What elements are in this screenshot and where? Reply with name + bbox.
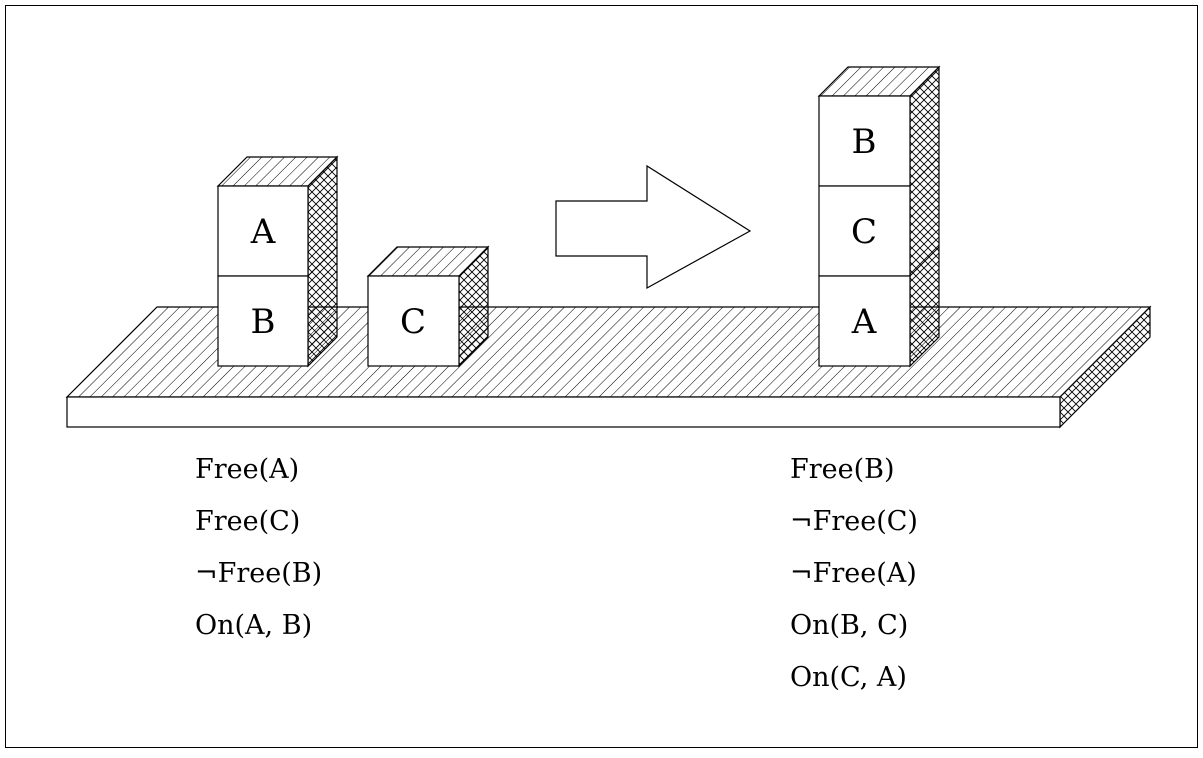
stack-ab-side-divider (307, 246, 338, 277)
block-b-goal-label: B (852, 122, 877, 162)
predicate-initial-1: Free(A) (195, 454, 299, 485)
predicate-goal-4: On(B, C) (790, 610, 908, 641)
predicate-initial-3: ¬Free(B) (195, 558, 322, 589)
figure-frame (5, 5, 1198, 748)
predicate-goal-3: ¬Free(A) (790, 558, 917, 589)
block-a-initial-label: A (250, 212, 276, 252)
goal-stack: B C A (817, 65, 941, 368)
predicate-goal-1: Free(B) (790, 454, 895, 485)
block-b-initial-label: B (251, 302, 276, 342)
initial-predicates: Free(A) Free(C) ¬Free(B) On(A, B) (195, 454, 322, 641)
predicate-goal-2: ¬Free(C) (790, 506, 918, 537)
block-c-goal-label: C (851, 212, 877, 252)
block-c-initial (367, 275, 460, 367)
block-b-initial (217, 275, 309, 367)
goal-side-divider-1 (909, 156, 940, 187)
block-a-goal (818, 275, 911, 367)
transition-arrow-icon (555, 164, 752, 290)
block-a-goal-label: A (851, 302, 877, 342)
initial-block-c: C (366, 245, 490, 368)
block-a-initial (217, 185, 309, 277)
table-front (66, 396, 1061, 428)
goal-side-divider-2 (909, 246, 940, 277)
initial-stack-ab: A B (216, 155, 339, 368)
block-c-goal (818, 185, 911, 277)
goal-stack-side-face (909, 65, 940, 368)
predicate-goal-5: On(C, A) (790, 662, 907, 693)
block-b-goal (818, 95, 911, 187)
goal-predicates: Free(B) ¬Free(C) ¬Free(A) On(B, C) On(C,… (790, 454, 918, 693)
block-c-initial-label: C (400, 302, 426, 342)
predicate-initial-2: Free(C) (195, 506, 300, 537)
predicate-initial-4: On(A, B) (195, 610, 312, 641)
